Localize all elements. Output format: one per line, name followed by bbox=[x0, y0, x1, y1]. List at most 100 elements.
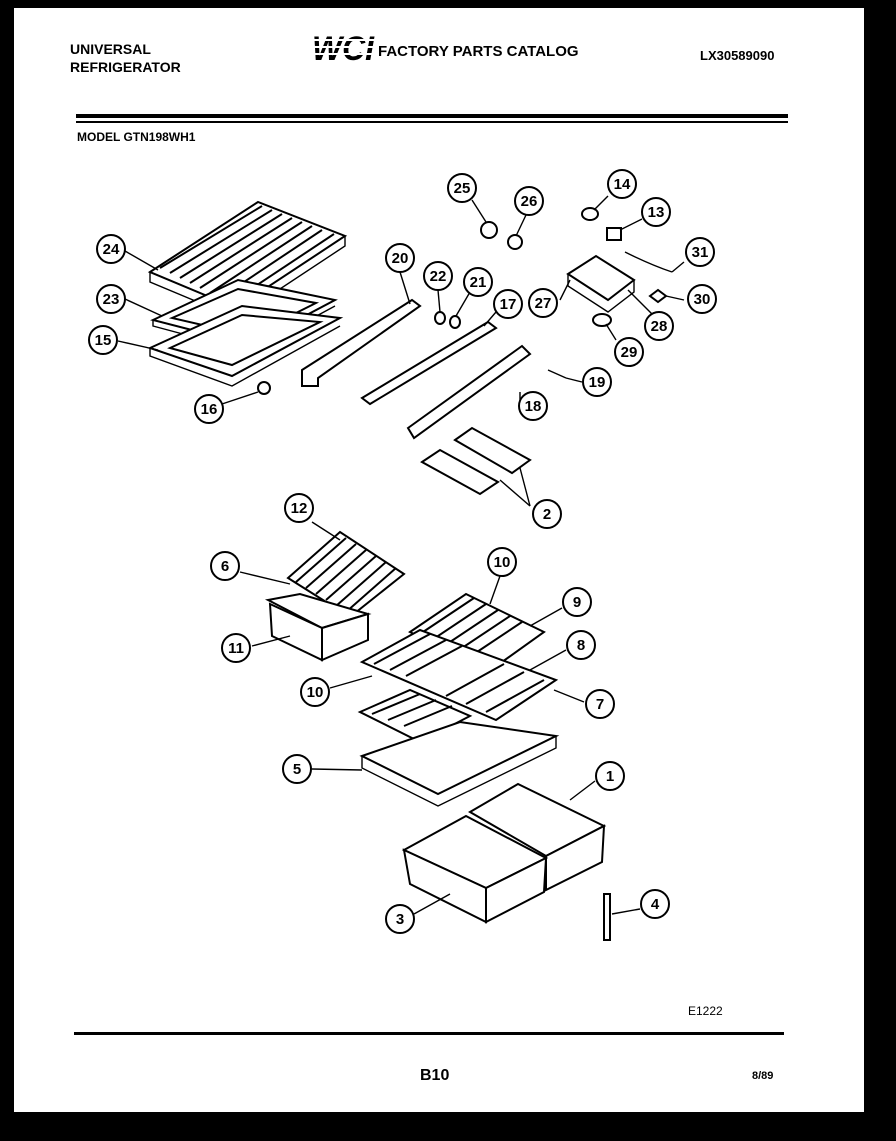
callout-16: 16 bbox=[194, 394, 224, 424]
callout-26-label: 26 bbox=[521, 193, 538, 210]
callout-11-label: 11 bbox=[228, 640, 244, 657]
callout-23-label: 23 bbox=[103, 291, 120, 308]
callout-4-label: 4 bbox=[651, 896, 660, 913]
part-29-knob bbox=[592, 313, 612, 327]
callout-27: 27 bbox=[528, 288, 558, 318]
callout-15-label: 15 bbox=[95, 332, 112, 349]
callout-21: 21 bbox=[463, 267, 493, 297]
callout-5-label: 5 bbox=[293, 761, 301, 778]
catalog-title: FACTORY PARTS CATALOG bbox=[378, 43, 579, 60]
leader-lines bbox=[117, 195, 685, 915]
callout-25: 25 bbox=[447, 173, 477, 203]
callout-6-label: 6 bbox=[221, 558, 229, 575]
part-31-wire bbox=[624, 251, 673, 273]
callout-17-label: 17 bbox=[500, 296, 517, 313]
callout-12-label: 12 bbox=[291, 500, 308, 517]
part-16-clip bbox=[257, 381, 271, 395]
print-date: 8/89 bbox=[752, 1070, 774, 1082]
callout-9-label: 9 bbox=[573, 594, 581, 611]
figure-code: E1222 bbox=[688, 1004, 723, 1018]
callout-26: 26 bbox=[514, 186, 544, 216]
callout-4: 4 bbox=[640, 889, 670, 919]
callout-18-label: 18 bbox=[525, 398, 542, 415]
callout-1-label: 1 bbox=[606, 768, 614, 785]
brand-name-line1: UNIVERSAL bbox=[70, 41, 151, 57]
callout-3: 3 bbox=[385, 904, 415, 934]
callout-25-label: 25 bbox=[454, 180, 471, 197]
callout-22: 22 bbox=[423, 261, 453, 291]
callout-24-label: 24 bbox=[103, 241, 120, 258]
callout-19-label: 19 bbox=[589, 374, 606, 391]
part-9-10-upper-shelves bbox=[408, 592, 546, 674]
part-5-crisper-cover bbox=[359, 720, 560, 807]
callout-3-label: 3 bbox=[396, 911, 404, 928]
callout-29: 29 bbox=[614, 337, 644, 367]
callout-31-label: 31 bbox=[692, 244, 709, 261]
catalog-page bbox=[14, 8, 864, 1112]
callout-7-label: 7 bbox=[596, 696, 604, 713]
callout-10-upper-label: 10 bbox=[494, 554, 511, 571]
part-24-shelf-cover bbox=[147, 200, 348, 319]
callout-22-label: 22 bbox=[430, 268, 447, 285]
callout-10-upper: 10 bbox=[487, 547, 517, 577]
part-1-crisper bbox=[468, 782, 607, 892]
callout-2-label: 2 bbox=[543, 506, 551, 523]
callout-10-lower-label: 10 bbox=[307, 684, 324, 701]
callout-20: 20 bbox=[385, 243, 415, 273]
callout-5: 5 bbox=[282, 754, 312, 784]
callout-20-label: 20 bbox=[392, 250, 409, 267]
part-30-clip bbox=[648, 288, 668, 304]
callout-28: 28 bbox=[644, 311, 674, 341]
callout-6: 6 bbox=[210, 551, 240, 581]
callout-30: 30 bbox=[687, 284, 717, 314]
part-11-drawer bbox=[264, 592, 372, 662]
part-8-10-middle-shelves bbox=[359, 628, 559, 722]
part-15-shelf-frame bbox=[147, 304, 344, 387]
callout-11: 11 bbox=[221, 633, 251, 663]
callout-27-label: 27 bbox=[535, 295, 552, 312]
callout-14-label: 14 bbox=[614, 176, 631, 193]
model-label: MODEL GTN198WH1 bbox=[77, 130, 196, 144]
part-25-26-lamp bbox=[480, 221, 523, 250]
part-18-rail bbox=[406, 344, 532, 440]
callout-1: 1 bbox=[595, 761, 625, 791]
header-rule-thin bbox=[76, 121, 788, 123]
callout-9: 9 bbox=[562, 587, 592, 617]
callout-28-label: 28 bbox=[651, 318, 668, 335]
callout-18: 18 bbox=[518, 391, 548, 421]
page-number: B10 bbox=[420, 1067, 450, 1084]
part-20-bracket bbox=[301, 298, 422, 387]
callout-21-label: 21 bbox=[470, 274, 487, 291]
callout-8: 8 bbox=[566, 630, 596, 660]
part-2-ice-trays bbox=[420, 426, 532, 496]
part-3-crisper bbox=[401, 814, 549, 924]
callout-14: 14 bbox=[607, 169, 637, 199]
catalog-number: LX30589090 bbox=[700, 48, 775, 63]
part-19-screw bbox=[547, 369, 567, 379]
callout-29-label: 29 bbox=[621, 344, 638, 361]
callout-16-label: 16 bbox=[201, 401, 218, 418]
callout-15: 15 bbox=[88, 325, 118, 355]
callout-7: 7 bbox=[585, 689, 615, 719]
callout-8-label: 8 bbox=[577, 637, 585, 654]
callout-2: 2 bbox=[532, 499, 562, 529]
header-rule bbox=[76, 114, 788, 118]
wci-logo: WCI bbox=[310, 30, 376, 66]
part-17-rail bbox=[360, 320, 498, 406]
callout-12: 12 bbox=[284, 493, 314, 523]
callout-13-label: 13 bbox=[648, 204, 665, 221]
callout-13: 13 bbox=[641, 197, 671, 227]
part-4-divider bbox=[603, 893, 611, 941]
footer-rule bbox=[74, 1032, 784, 1035]
callout-31: 31 bbox=[685, 237, 715, 267]
callout-10-lower: 10 bbox=[300, 677, 330, 707]
brand-name-line2: REFRIGERATOR bbox=[70, 59, 181, 75]
part-22-21-fasteners bbox=[434, 311, 461, 329]
callout-23: 23 bbox=[96, 284, 126, 314]
callout-24: 24 bbox=[96, 234, 126, 264]
part-27-light-housing bbox=[566, 254, 636, 313]
callout-19: 19 bbox=[582, 367, 612, 397]
part-14-13-switch bbox=[581, 207, 622, 241]
callout-30-label: 30 bbox=[694, 291, 711, 308]
